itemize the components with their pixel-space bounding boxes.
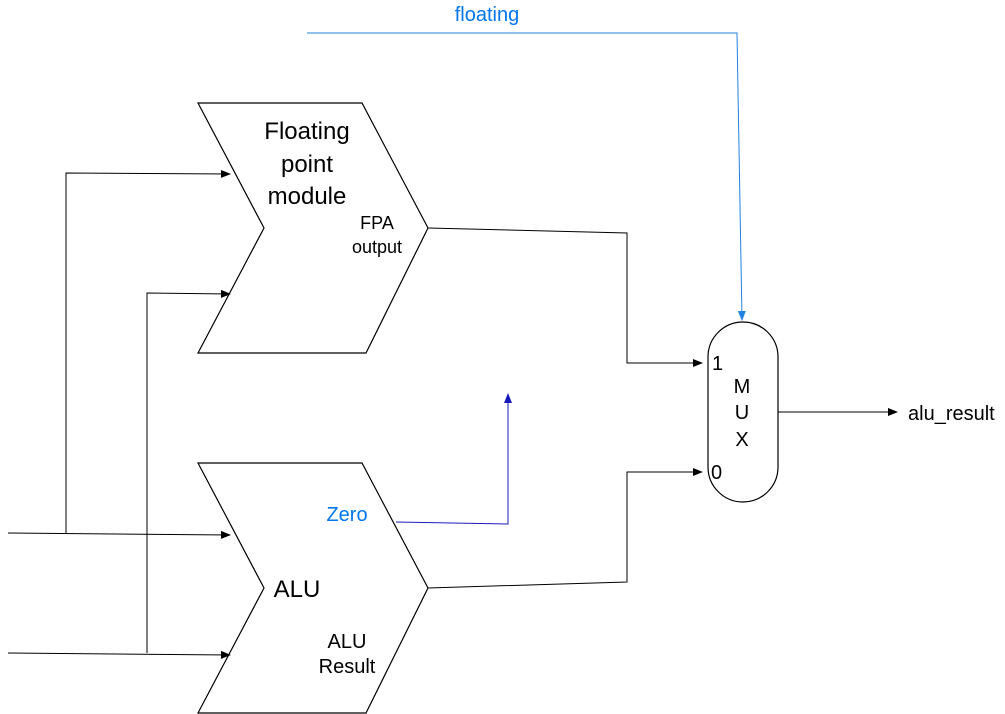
alu-zero-label: Zero	[326, 504, 367, 526]
alu-result-wire	[427, 468, 703, 589]
alu-result-signal-label: alu_result	[908, 403, 995, 425]
floating-select-wire	[307, 32, 746, 321]
zero-flag-wire	[395, 393, 512, 525]
floating-signal-label: floating	[455, 4, 520, 26]
mux-letter-m: M	[734, 376, 751, 398]
mux-input-1-label: 1	[712, 353, 723, 375]
input-a-to-alu-wire	[7, 530, 231, 539]
alu-result-label-line-2: Result	[319, 656, 376, 678]
fpa-output-label-line-1: FPA	[360, 213, 394, 233]
mux-letter-u: U	[735, 402, 749, 424]
input-b-to-alu-wire	[7, 650, 231, 659]
input-b-to-fpa-wire	[146, 289, 231, 653]
mux-input-0-label: 0	[711, 462, 722, 484]
alu-result-label-line-1: ALU	[328, 631, 367, 653]
input-a-to-fpa-wire	[65, 169, 231, 533]
fpa-output-wire	[427, 227, 703, 367]
alu-block	[197, 462, 429, 714]
fpa-title-line-3: module	[268, 183, 347, 210]
alu-title: ALU	[274, 576, 321, 603]
mux-letter-x: X	[735, 429, 748, 451]
fpa-title-line-1: Floating	[264, 118, 349, 145]
fpa-output-label-line-2: output	[352, 237, 402, 257]
fpa-title-line-2: point	[281, 151, 333, 178]
fpa-block	[197, 102, 429, 354]
